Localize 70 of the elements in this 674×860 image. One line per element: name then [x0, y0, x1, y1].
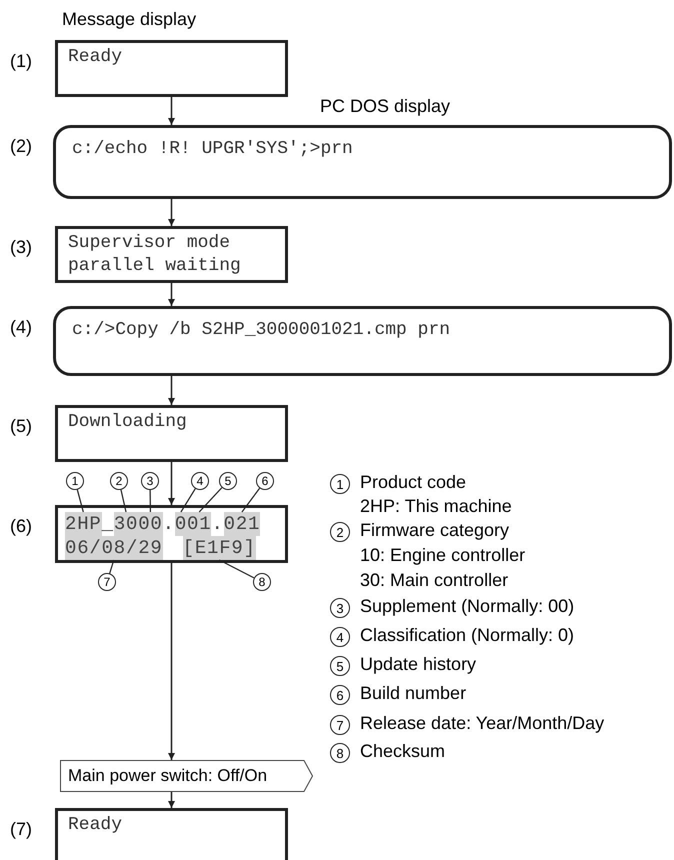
- legend-text: 30: Main controller: [360, 569, 508, 591]
- legend-text: Release date: Year/Month/Day: [360, 712, 604, 734]
- callout-number: 7: [330, 715, 350, 735]
- leader-line: [76, 490, 84, 512]
- legend-text: Product code: [360, 471, 466, 493]
- leader-line: [150, 490, 152, 512]
- separator-text: .: [211, 512, 224, 536]
- callout-number: 1: [330, 474, 350, 494]
- legend-text: Build number: [360, 682, 466, 704]
- callout-number: 2: [330, 522, 350, 542]
- separator-text: _: [102, 512, 114, 536]
- callout-number: 6: [256, 472, 274, 490]
- highlighted-field: 0: [174, 512, 188, 536]
- leader-line: [198, 487, 222, 512]
- message-display-box: [55, 505, 288, 563]
- callout-number: 7: [98, 573, 116, 591]
- pc-display-box: c:/>Copy /b S2HP_3000001021.cmp prn: [53, 306, 672, 376]
- legend-text: Supplement (Normally: 00): [360, 595, 574, 617]
- highlighted-field: 2HP: [65, 512, 102, 536]
- callout-number: 8: [253, 573, 271, 591]
- callout-number: 8: [330, 743, 350, 763]
- section-heading: PC DOS display: [320, 95, 450, 117]
- leader-line: [218, 559, 254, 578]
- legend-text: 2HP: This machine: [360, 495, 512, 517]
- callout-number: 6: [330, 685, 350, 705]
- step-number: (3): [10, 236, 32, 259]
- leader-line: [180, 488, 196, 512]
- arrow: [168, 462, 175, 505]
- step-number: (1): [10, 50, 32, 73]
- highlighted-field: [E1F9]: [182, 536, 256, 560]
- callout-number: 4: [330, 627, 350, 647]
- message-display-box: Ready: [55, 808, 288, 860]
- step-number: (2): [10, 135, 32, 158]
- callout-number: 5: [219, 472, 237, 490]
- callout-number: 1: [66, 472, 84, 490]
- pc-display-box: c:/echo !R! UPGR'SYS';>prn: [53, 125, 672, 199]
- callout-number: 5: [330, 656, 350, 676]
- leader-line: [241, 488, 260, 512]
- callout-number: 2: [110, 472, 128, 490]
- highlighted-field: 30: [114, 512, 138, 536]
- leader-line: [120, 490, 127, 512]
- step-number: (7): [10, 818, 32, 841]
- callout-number: 4: [191, 472, 209, 490]
- highlighted-field: 01: [187, 512, 212, 536]
- highlighted-field: 021: [224, 512, 260, 536]
- legend-text: Checksum: [360, 740, 446, 762]
- legend-text: 10: Engine controller: [360, 544, 526, 566]
- step-number: (6): [10, 515, 32, 538]
- callout-number: 3: [141, 472, 159, 490]
- arrow: [168, 792, 175, 808]
- leader-line: [109, 560, 114, 574]
- message-display-box: Supervisor mode parallel waiting: [55, 226, 288, 283]
- arrow: [168, 97, 175, 125]
- legend-text: Update history: [360, 653, 476, 675]
- section-heading: Message display: [62, 8, 196, 30]
- pentagon-tag: Main power switch: Off/On: [60, 760, 313, 792]
- legend-text: Firmware category: [360, 519, 510, 541]
- callout-number: 3: [330, 598, 350, 618]
- arrow: [168, 563, 175, 760]
- arrow: [168, 376, 175, 405]
- arrow: [168, 283, 175, 306]
- message-display-box: Downloading: [55, 405, 288, 462]
- highlighted-field: 00: [138, 512, 163, 536]
- legend-text: Classification (Normally: 0): [360, 624, 574, 646]
- separator-text: .: [162, 512, 175, 536]
- arrow: [168, 199, 175, 226]
- highlighted-field: 06/08/29: [65, 536, 163, 560]
- step-number: (4): [10, 316, 32, 339]
- step-number: (5): [10, 415, 32, 438]
- message-display-box: Ready: [55, 40, 288, 97]
